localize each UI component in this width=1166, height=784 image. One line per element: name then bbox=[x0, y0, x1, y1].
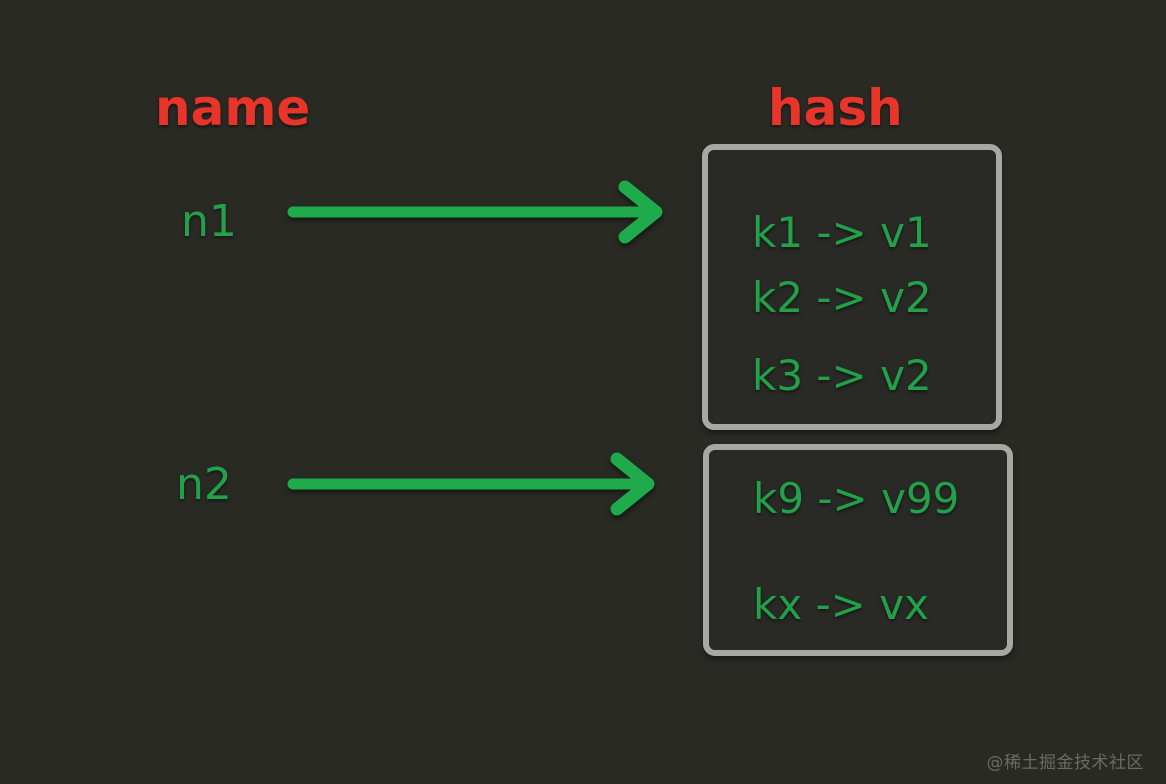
arrow-n1-to-hash-box-1 bbox=[287, 180, 663, 244]
hash-entry: k2 -> v2 bbox=[752, 273, 932, 322]
hash-box-1: k1 -> v1 k2 -> v2 k3 -> v2 bbox=[702, 144, 1002, 430]
hash-entry: k9 -> v99 bbox=[753, 474, 960, 523]
arrow-n2-to-hash-box-2 bbox=[287, 452, 655, 516]
hash-entry: k3 -> v2 bbox=[752, 351, 932, 400]
node-label-n2: n2 bbox=[176, 459, 232, 510]
column-heading-name: name bbox=[155, 79, 311, 137]
hash-box-2: k9 -> v99 kx -> vx bbox=[703, 444, 1013, 656]
watermark: @稀土掘金技术社区 bbox=[986, 753, 1144, 773]
column-heading-hash: hash bbox=[768, 79, 903, 137]
node-label-n1: n1 bbox=[181, 196, 237, 247]
hash-entry: kx -> vx bbox=[753, 580, 929, 629]
hash-entry: k1 -> v1 bbox=[752, 208, 932, 257]
